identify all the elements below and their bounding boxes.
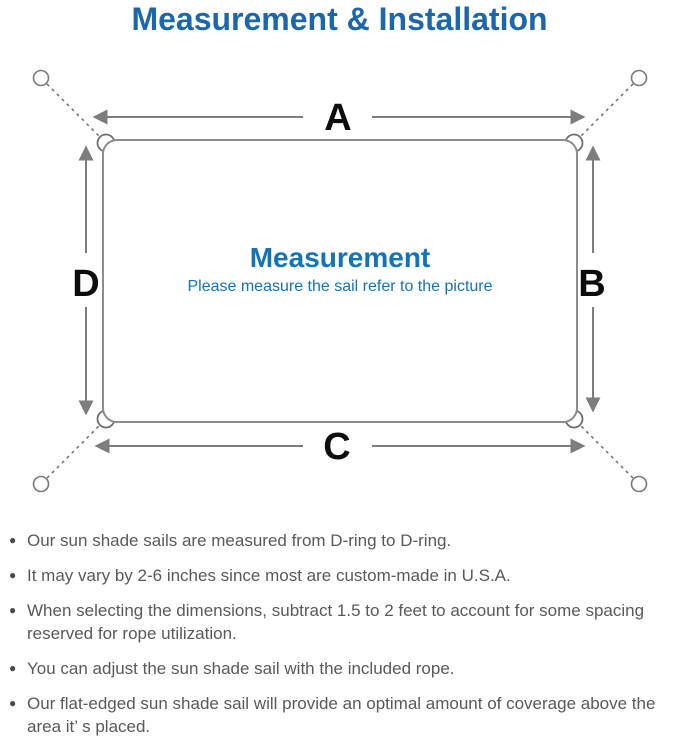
bullet-text: Our sun shade sails are measured from D-… <box>27 531 452 550</box>
anchor-ring-bottom-right <box>630 475 648 493</box>
bullet-dot-icon: ● <box>9 661 17 675</box>
list-item: ● Our sun shade sails are measured from … <box>9 529 669 552</box>
label-a: A <box>324 97 351 139</box>
bullet-text: You can adjust the sun shade sail with t… <box>27 659 455 678</box>
list-item: ● It may vary by 2-6 inches since most a… <box>9 564 669 587</box>
rope-top-left-line <box>46 83 102 139</box>
rope-top-right-line <box>578 83 634 139</box>
anchor-ring-bottom-left <box>32 475 50 493</box>
label-b: B <box>578 263 605 305</box>
label-d: D <box>72 263 99 305</box>
list-item: ● When selecting the dimensions, subtrac… <box>9 599 669 645</box>
rope-bottom-left-line <box>46 423 102 479</box>
bullet-text: It may vary by 2-6 inches since most are… <box>27 566 511 585</box>
anchor-ring-top-right <box>630 69 648 87</box>
bullet-dot-icon: ● <box>9 533 17 547</box>
list-item: ● Our flat-edged sun shade sail will pro… <box>9 692 669 738</box>
rope-bottom-right-line <box>578 423 634 479</box>
page-title: Measurement & Installation <box>131 1 548 37</box>
anchor-ring-top-left <box>32 69 50 87</box>
bullet-dot-icon: ● <box>9 568 17 582</box>
list-item: ● You can adjust the sun shade sail with… <box>9 657 669 680</box>
notes-list: ● Our sun shade sails are measured from … <box>9 529 669 739</box>
sail-outline <box>102 139 578 423</box>
bullet-text: When selecting the dimensions, subtract … <box>27 601 645 643</box>
bullet-dot-icon: ● <box>9 603 17 617</box>
bullet-dot-icon: ● <box>9 696 17 710</box>
label-c: C <box>323 426 350 468</box>
bullet-text: Our flat-edged sun shade sail will provi… <box>27 694 656 736</box>
measurement-diagram: A C D B <box>32 69 648 493</box>
